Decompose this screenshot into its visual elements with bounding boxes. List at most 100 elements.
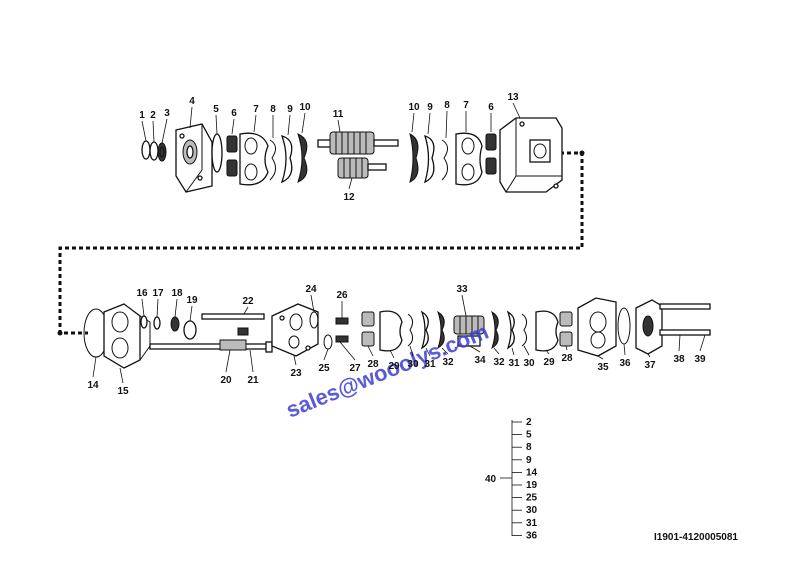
part-seal bbox=[153, 316, 161, 330]
kit-part-2: 2 bbox=[526, 417, 532, 428]
part-bearing bbox=[559, 311, 573, 327]
kit-part-25: 25 bbox=[526, 493, 538, 504]
part-bearing bbox=[361, 331, 375, 347]
part-nut bbox=[237, 327, 249, 336]
leader-line bbox=[441, 347, 449, 355]
leader-line bbox=[337, 119, 341, 133]
part-rear-cover bbox=[103, 303, 141, 369]
part-backup-ring bbox=[506, 310, 515, 350]
part-plate bbox=[379, 310, 403, 352]
callout-33: 33 bbox=[456, 284, 468, 295]
leader-line bbox=[323, 348, 329, 361]
callout-30: 30 bbox=[407, 359, 419, 370]
part-bearing bbox=[559, 331, 573, 347]
part-plate bbox=[455, 132, 483, 186]
part-bolt bbox=[659, 303, 711, 310]
callout-1: 1 bbox=[139, 110, 145, 121]
part-seal bbox=[211, 133, 223, 173]
leader-line bbox=[161, 118, 168, 144]
part-ring bbox=[141, 140, 151, 160]
leader-line bbox=[597, 355, 604, 360]
leader-line bbox=[156, 298, 159, 318]
leader-line bbox=[189, 106, 193, 129]
drawing-code: I1901-4120005081 bbox=[654, 532, 738, 543]
callout-26: 26 bbox=[336, 290, 348, 301]
leader-line bbox=[225, 349, 231, 373]
part-gear-housing bbox=[577, 297, 617, 357]
callout-39: 39 bbox=[694, 354, 706, 365]
callout-37: 37 bbox=[644, 360, 656, 371]
callout-36: 36 bbox=[619, 358, 631, 369]
leader-line bbox=[141, 298, 145, 317]
callout-29: 29 bbox=[388, 361, 400, 372]
part-backup-ring bbox=[423, 135, 435, 184]
callout-16: 16 bbox=[136, 288, 148, 299]
part-gear bbox=[453, 315, 485, 335]
part-driven-gear bbox=[337, 157, 369, 179]
callout-22: 22 bbox=[242, 296, 254, 307]
kit-part-9: 9 bbox=[526, 455, 532, 466]
part-seal bbox=[269, 139, 276, 181]
part-seal bbox=[407, 313, 414, 347]
part-screw bbox=[335, 335, 349, 343]
callout-14: 14 bbox=[87, 380, 99, 391]
callout-6: 6 bbox=[231, 108, 237, 119]
leader-line bbox=[189, 305, 193, 322]
leader-line bbox=[647, 353, 651, 358]
dashed-connector bbox=[58, 151, 584, 335]
leader-line bbox=[141, 120, 147, 142]
callout-24: 24 bbox=[305, 284, 317, 295]
leader-line bbox=[445, 110, 448, 139]
leader-line bbox=[425, 347, 431, 357]
callout-17: 17 bbox=[152, 288, 164, 299]
callout-7: 7 bbox=[253, 104, 259, 115]
part-plate bbox=[535, 310, 559, 352]
part-ring bbox=[149, 141, 159, 161]
callout-8: 8 bbox=[270, 104, 276, 115]
kit-part-31: 31 bbox=[526, 518, 538, 529]
part-seal bbox=[140, 315, 148, 329]
leader-line bbox=[678, 334, 681, 352]
part-sleeve bbox=[219, 339, 247, 351]
part-screw bbox=[335, 317, 349, 325]
callout-18: 18 bbox=[171, 288, 183, 299]
part-ring bbox=[183, 320, 197, 340]
kit-part-30: 30 bbox=[526, 505, 538, 516]
callout-9: 9 bbox=[287, 104, 293, 115]
leader-line bbox=[367, 345, 374, 357]
leader-line bbox=[623, 343, 626, 356]
callout-28: 28 bbox=[367, 359, 379, 370]
part-seal-ring bbox=[437, 310, 445, 350]
kit-label: 40 bbox=[485, 474, 497, 485]
kit-bracket bbox=[500, 420, 513, 536]
callout-2: 2 bbox=[150, 110, 156, 121]
part-backup-ring bbox=[280, 135, 293, 184]
callout-31: 31 bbox=[424, 359, 436, 370]
leader-line bbox=[339, 341, 356, 361]
part-bearing bbox=[226, 135, 238, 153]
callout-32: 32 bbox=[442, 357, 454, 368]
part-drive-gear bbox=[329, 131, 375, 155]
callout-21: 21 bbox=[247, 375, 259, 386]
part-bolt bbox=[659, 329, 711, 336]
callout-13: 13 bbox=[507, 92, 519, 103]
callout-8: 8 bbox=[444, 100, 450, 111]
part-backup-ring bbox=[420, 310, 429, 350]
kit-part-8: 8 bbox=[526, 442, 532, 453]
callout-10: 10 bbox=[408, 102, 420, 113]
callout-27: 27 bbox=[349, 363, 361, 374]
callout-20: 20 bbox=[220, 375, 232, 386]
leader-line bbox=[253, 114, 257, 133]
leader-line bbox=[523, 345, 530, 356]
upper-assembly bbox=[141, 117, 563, 193]
callout-5: 5 bbox=[213, 104, 219, 115]
callout-23: 23 bbox=[290, 368, 302, 379]
leader-line bbox=[249, 349, 254, 373]
callout-9: 9 bbox=[427, 102, 433, 113]
connector-dot bbox=[57, 330, 63, 336]
part-seal bbox=[521, 313, 528, 347]
